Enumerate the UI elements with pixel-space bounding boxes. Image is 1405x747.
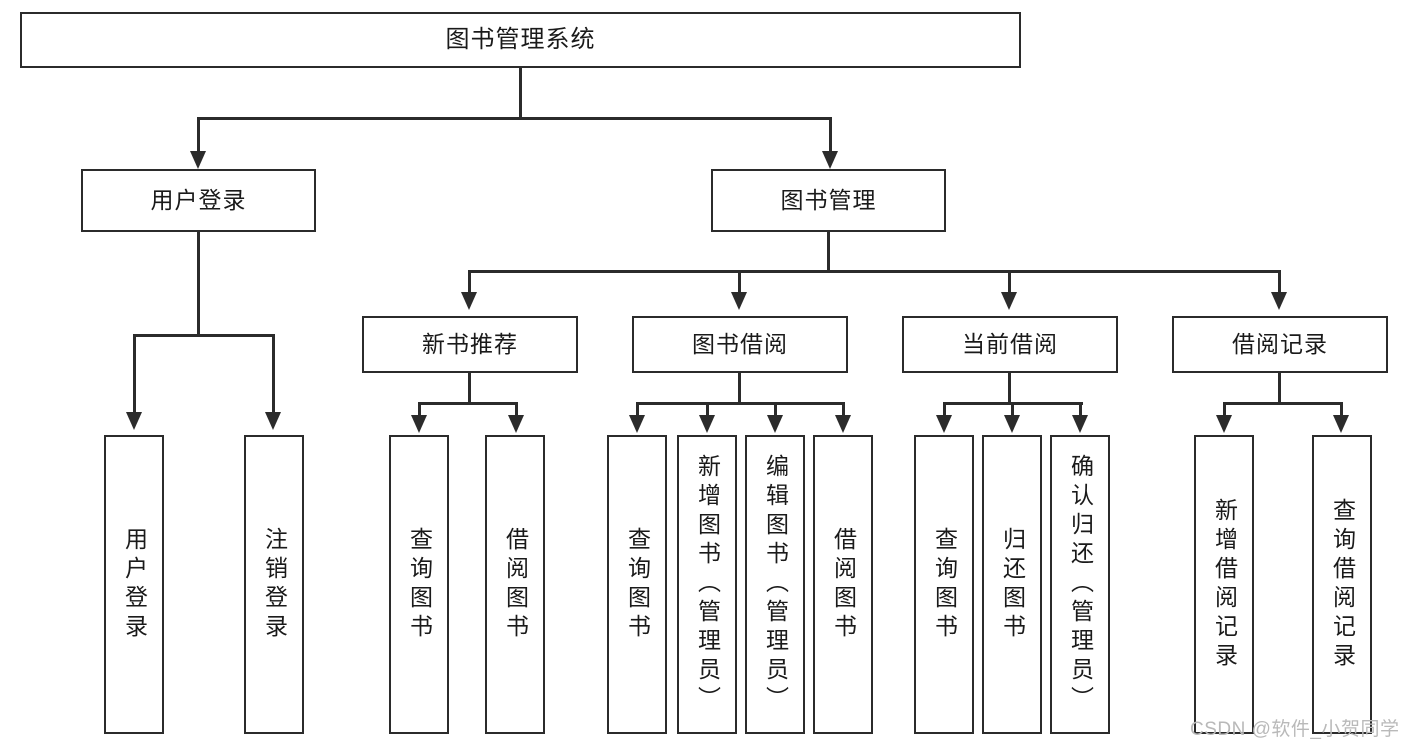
connector-root-to-book-mgmt xyxy=(829,117,832,153)
connector-user-login-stem xyxy=(197,232,200,335)
arrow-book-mgmt-to-newbook xyxy=(461,292,477,310)
node-label: 新增借阅记录 xyxy=(1211,497,1238,672)
node-label: 借阅图书 xyxy=(830,526,857,643)
connector-newbook-to-borrow xyxy=(515,402,518,417)
connector-newbook-stem xyxy=(468,373,471,403)
connector-book-mgmt-to-newbook xyxy=(468,270,471,294)
node-label: 查询图书 xyxy=(406,526,433,643)
connector-currentborrow-stem xyxy=(1008,373,1011,403)
leaf-confirm-return-admin[interactable]: 确认归还（管理员） xyxy=(1050,435,1110,734)
node-label: 编辑图书（管理员） xyxy=(762,454,789,715)
node-label: 确认归还（管理员） xyxy=(1067,454,1094,715)
node-label: 图书借阅 xyxy=(692,331,788,357)
leaf-query-book-recommend[interactable]: 查询图书 xyxy=(389,435,449,734)
connector-currentborrow-to-confirm xyxy=(1079,402,1082,417)
connector-bookborrow-stem xyxy=(738,373,741,403)
node-label: 查询借阅记录 xyxy=(1329,497,1356,672)
node-label: 新增图书（管理员） xyxy=(694,454,721,715)
connector-bookborrow-to-lend xyxy=(842,402,845,417)
arrow-bookborrow-to-query xyxy=(629,415,645,433)
leaf-add-book-admin[interactable]: 新增图书（管理员） xyxy=(677,435,737,734)
node-current-borrow[interactable]: 当前借阅 xyxy=(902,316,1118,373)
leaf-user-logout[interactable]: 注销登录 xyxy=(244,435,304,734)
arrow-newbook-to-query xyxy=(411,415,427,433)
arrow-root-to-book-mgmt xyxy=(822,151,838,169)
arrow-root-to-user-login xyxy=(190,151,206,169)
node-root-system[interactable]: 图书管理系统 xyxy=(20,12,1021,68)
connector-records-to-add xyxy=(1223,402,1226,417)
arrow-book-mgmt-to-borrow xyxy=(731,292,747,310)
leaf-user-login[interactable]: 用户登录 xyxy=(104,435,164,734)
arrow-currentborrow-to-query xyxy=(936,415,952,433)
leaf-query-book-current[interactable]: 查询图书 xyxy=(914,435,974,734)
connector-records-stem xyxy=(1278,373,1281,403)
node-book-management[interactable]: 图书管理 xyxy=(711,169,946,232)
connector-book-mgmt-to-records xyxy=(1278,270,1281,294)
arrow-user-login-to-logout xyxy=(265,412,281,430)
node-label: 新书推荐 xyxy=(422,331,518,357)
node-label: 借阅图书 xyxy=(502,526,529,643)
connector-book-mgmt-bus xyxy=(468,270,1280,273)
node-label: 用户登录 xyxy=(150,187,247,213)
connector-user-login-to-logout xyxy=(272,334,275,414)
node-label: 用户登录 xyxy=(121,526,148,643)
connector-newbook-to-query xyxy=(418,402,421,417)
connector-book-mgmt-to-borrow xyxy=(738,270,741,294)
arrow-user-login-to-login xyxy=(126,412,142,430)
connector-bookborrow-to-query xyxy=(636,402,639,417)
connector-root-to-user-login xyxy=(197,117,200,153)
node-new-book-recommend[interactable]: 新书推荐 xyxy=(362,316,578,373)
arrow-bookborrow-to-lend xyxy=(835,415,851,433)
leaf-borrow-book[interactable]: 借阅图书 xyxy=(813,435,873,734)
connector-user-login-bus xyxy=(133,334,272,337)
arrow-records-to-add xyxy=(1216,415,1232,433)
arrow-book-mgmt-to-records xyxy=(1271,292,1287,310)
node-book-borrow[interactable]: 图书借阅 xyxy=(632,316,848,373)
leaf-add-borrow-record[interactable]: 新增借阅记录 xyxy=(1194,435,1254,734)
node-label: 查询图书 xyxy=(624,526,651,643)
node-label: 借阅记录 xyxy=(1232,331,1328,357)
csdn-watermark: CSDN @软件_小贺同学 xyxy=(1190,719,1400,740)
connector-root-stem xyxy=(519,68,522,118)
arrow-currentborrow-to-return xyxy=(1004,415,1020,433)
connector-records-to-query xyxy=(1340,402,1343,417)
connector-root-bus xyxy=(197,117,831,120)
node-label: 当前借阅 xyxy=(962,331,1058,357)
node-label: 查询图书 xyxy=(931,526,958,643)
node-label: 图书管理系统 xyxy=(445,26,596,53)
arrow-bookborrow-to-edit xyxy=(767,415,783,433)
arrow-newbook-to-borrow xyxy=(508,415,524,433)
node-borrow-records[interactable]: 借阅记录 xyxy=(1172,316,1388,373)
leaf-query-book[interactable]: 查询图书 xyxy=(607,435,667,734)
connector-currentborrow-to-return xyxy=(1011,402,1014,417)
connector-book-mgmt-stem xyxy=(827,232,830,271)
connector-currentborrow-to-query xyxy=(943,402,946,417)
leaf-query-borrow-record[interactable]: 查询借阅记录 xyxy=(1312,435,1372,734)
connector-bookborrow-bus xyxy=(636,402,844,405)
connector-user-login-to-login xyxy=(133,334,136,414)
node-label: 注销登录 xyxy=(261,526,288,643)
arrow-bookborrow-to-add xyxy=(699,415,715,433)
leaf-return-book[interactable]: 归还图书 xyxy=(982,435,1042,734)
node-label: 图书管理 xyxy=(780,187,877,213)
connector-bookborrow-to-edit xyxy=(774,402,777,417)
leaf-borrow-book-recommend[interactable]: 借阅图书 xyxy=(485,435,545,734)
connector-newbook-bus xyxy=(418,402,518,405)
connector-book-mgmt-to-current xyxy=(1008,270,1011,294)
leaf-edit-book-admin[interactable]: 编辑图书（管理员） xyxy=(745,435,805,734)
arrow-records-to-query xyxy=(1333,415,1349,433)
node-label: 归还图书 xyxy=(999,526,1026,643)
connector-records-bus xyxy=(1223,402,1342,405)
node-user-login[interactable]: 用户登录 xyxy=(81,169,316,232)
connector-bookborrow-to-add xyxy=(706,402,709,417)
arrow-currentborrow-to-confirm xyxy=(1072,415,1088,433)
arrow-book-mgmt-to-current xyxy=(1001,292,1017,310)
